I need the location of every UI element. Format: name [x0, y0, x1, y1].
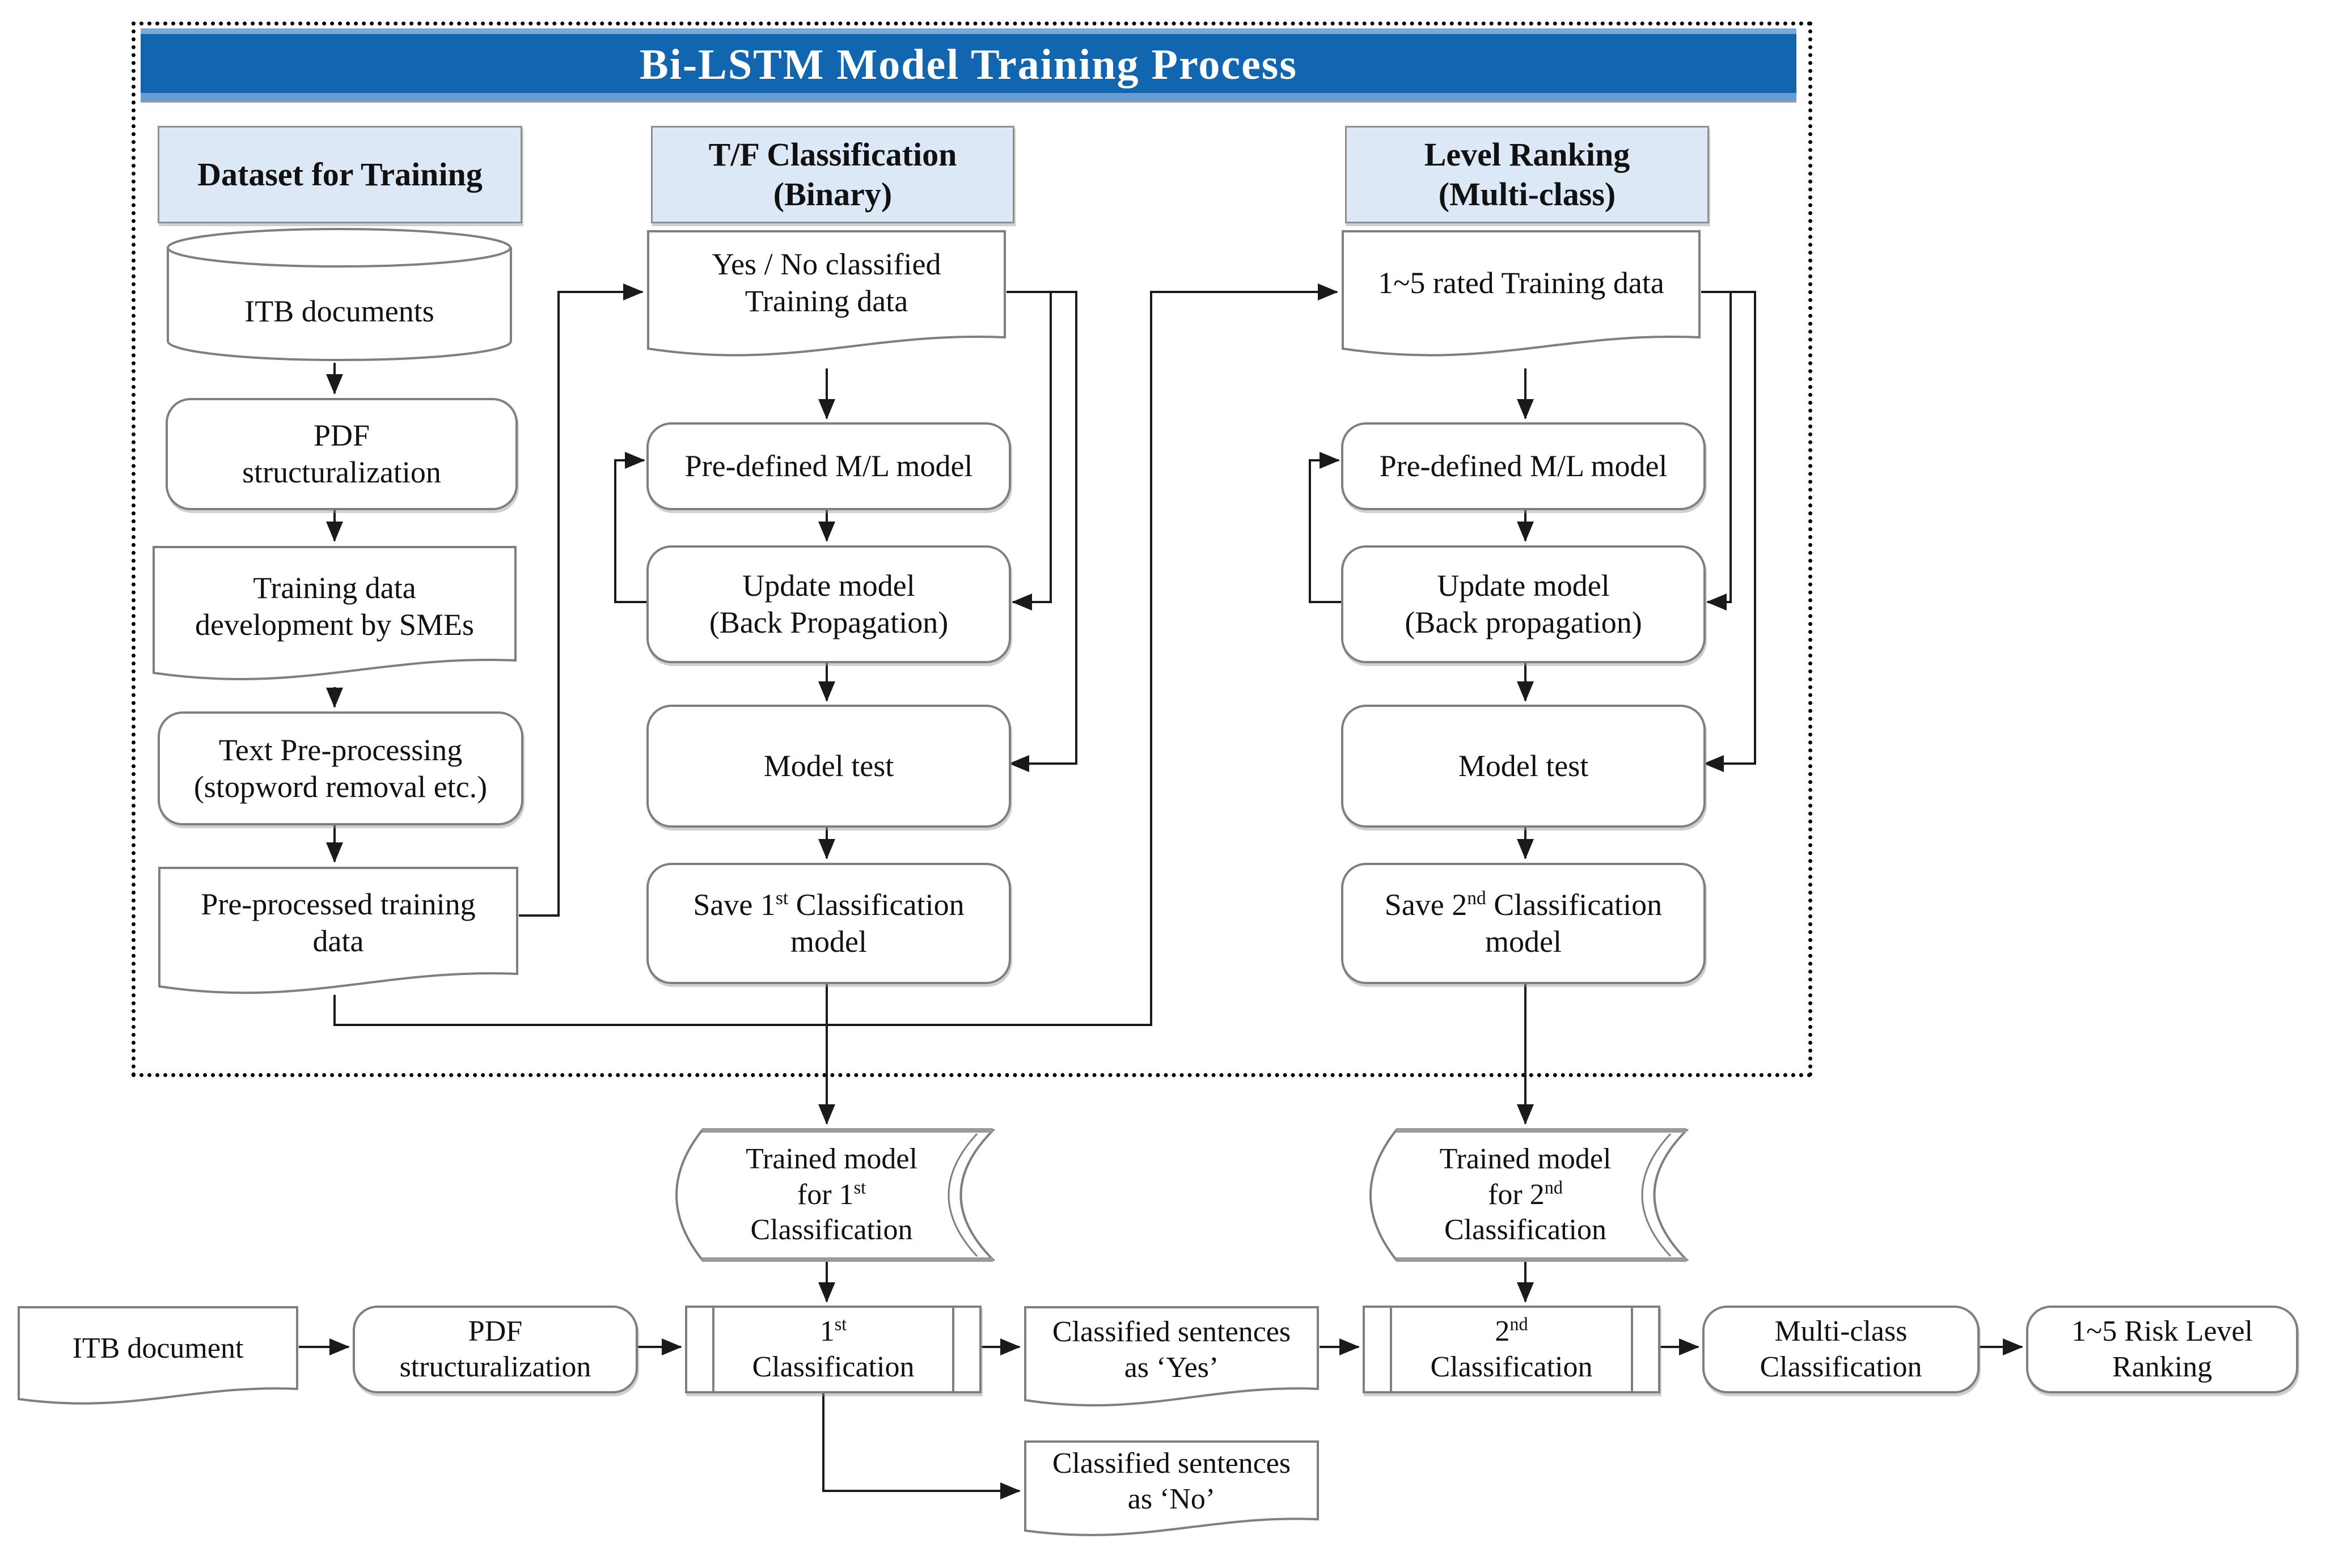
node-model-test-multiclass: Model test [1341, 705, 1706, 828]
node-save-second-classification-model: Save 2nd Classification model [1341, 863, 1706, 984]
node-text-pre-processing: Text Pre-processing (stopword removal et… [158, 711, 523, 825]
header-level-ranking: Level Ranking (Multi-class) [1345, 126, 1709, 223]
cylinder-shape [167, 228, 512, 362]
node-save-first-classification-model: Save 1st Classification model [646, 863, 1011, 984]
node-risk-level-ranking: 1~5 Risk Level Ranking [2026, 1306, 2298, 1393]
node-pre-defined-ml-model-multiclass: Pre-defined M/L model [1341, 422, 1706, 510]
stored-data-shape [675, 1128, 995, 1262]
node-classified-sentences-no: Classified sentences as ‘No’ [1024, 1440, 1320, 1550]
node-multi-class-classification: Multi-class Classification [1702, 1306, 1980, 1393]
node-pre-processed-training-data: Pre-processed training data [158, 866, 519, 1015]
node-training-data-development-by-smes: Training data development by SMEs [152, 545, 517, 703]
node-update-model-back-propagation-multiclass: Update model (Back propagation) [1341, 545, 1706, 663]
document-shape [1024, 1306, 1319, 1407]
node-second-classification-process: 2nd Classification [1363, 1306, 1660, 1393]
node-first-classification-process: 1st Classification [685, 1306, 982, 1393]
document-shape [18, 1306, 298, 1405]
node-update-model-back-propagation-binary: Update model (Back Propagation) [646, 545, 1011, 663]
node-classified-sentences-yes: Classified sentences as ‘Yes’ [1024, 1306, 1320, 1422]
document-shape [1024, 1440, 1319, 1536]
header-dataset-for-training: Dataset for Training [158, 126, 522, 223]
document-shape [1342, 230, 1701, 357]
node-model-test-binary: Model test [646, 705, 1011, 828]
node-trained-model-second-classification: Trained model for 2nd Classification [1362, 1128, 1689, 1262]
title-banner: Bi-LSTM Model Training Process [141, 28, 1796, 103]
document-shape [647, 230, 1006, 357]
document-shape [153, 546, 517, 680]
node-pdf-structuralization-inference: PDF structuralization [353, 1306, 638, 1393]
node-1-5-rated-training-data: 1~5 rated Training data [1341, 230, 1701, 371]
node-pre-defined-ml-model-binary: Pre-defined M/L model [646, 422, 1011, 510]
document-shape [158, 867, 518, 994]
node-itb-documents-cylinder: ITB documents [166, 227, 513, 363]
node-pdf-structuralization-training: PDF structuralization [166, 398, 518, 510]
training-process-dotted-border [132, 22, 1812, 1077]
page-title: Bi-LSTM Model Training Process [640, 40, 1297, 88]
node-yes-no-classified-training-data: Yes / No classified Training data [646, 230, 1007, 371]
node-itb-document: ITB document [17, 1306, 299, 1419]
stored-data-shape [1369, 1128, 1689, 1262]
header-tf-classification: T/F Classification (Binary) [651, 126, 1014, 223]
node-trained-model-first-classification: Trained model for 1st Classification [668, 1128, 995, 1262]
